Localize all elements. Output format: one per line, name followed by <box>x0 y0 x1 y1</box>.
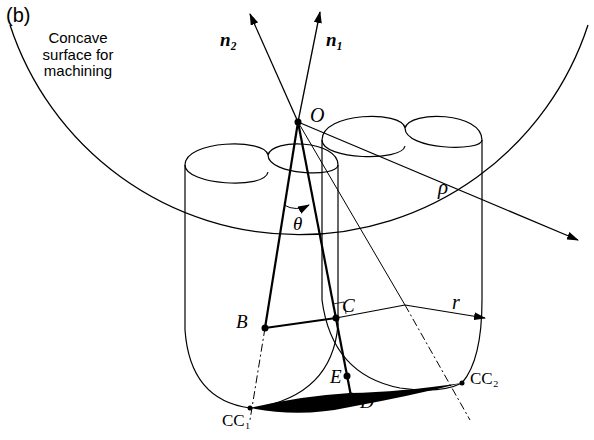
normal-vector: n₁ <box>326 30 343 51</box>
point-label: C <box>342 296 355 317</box>
cutter-one <box>185 144 338 408</box>
contact-point: CC₁ <box>222 412 251 431</box>
point-label: B <box>236 312 248 333</box>
point-label: O <box>310 104 324 126</box>
radius-symbol: r <box>452 291 460 313</box>
normal-vector: n₂ <box>220 30 237 51</box>
point-label: E <box>330 367 342 388</box>
surface-note: Concave surface for machining <box>28 30 128 80</box>
radius-symbol: ρ <box>438 176 448 199</box>
angle-symbol: θ <box>293 214 302 235</box>
cutter-two <box>322 116 482 390</box>
contact-point: CC₂ <box>470 370 499 389</box>
residual-sliver <box>250 383 462 413</box>
point-label: D <box>360 392 374 413</box>
panel-letter: (b) <box>6 4 30 26</box>
